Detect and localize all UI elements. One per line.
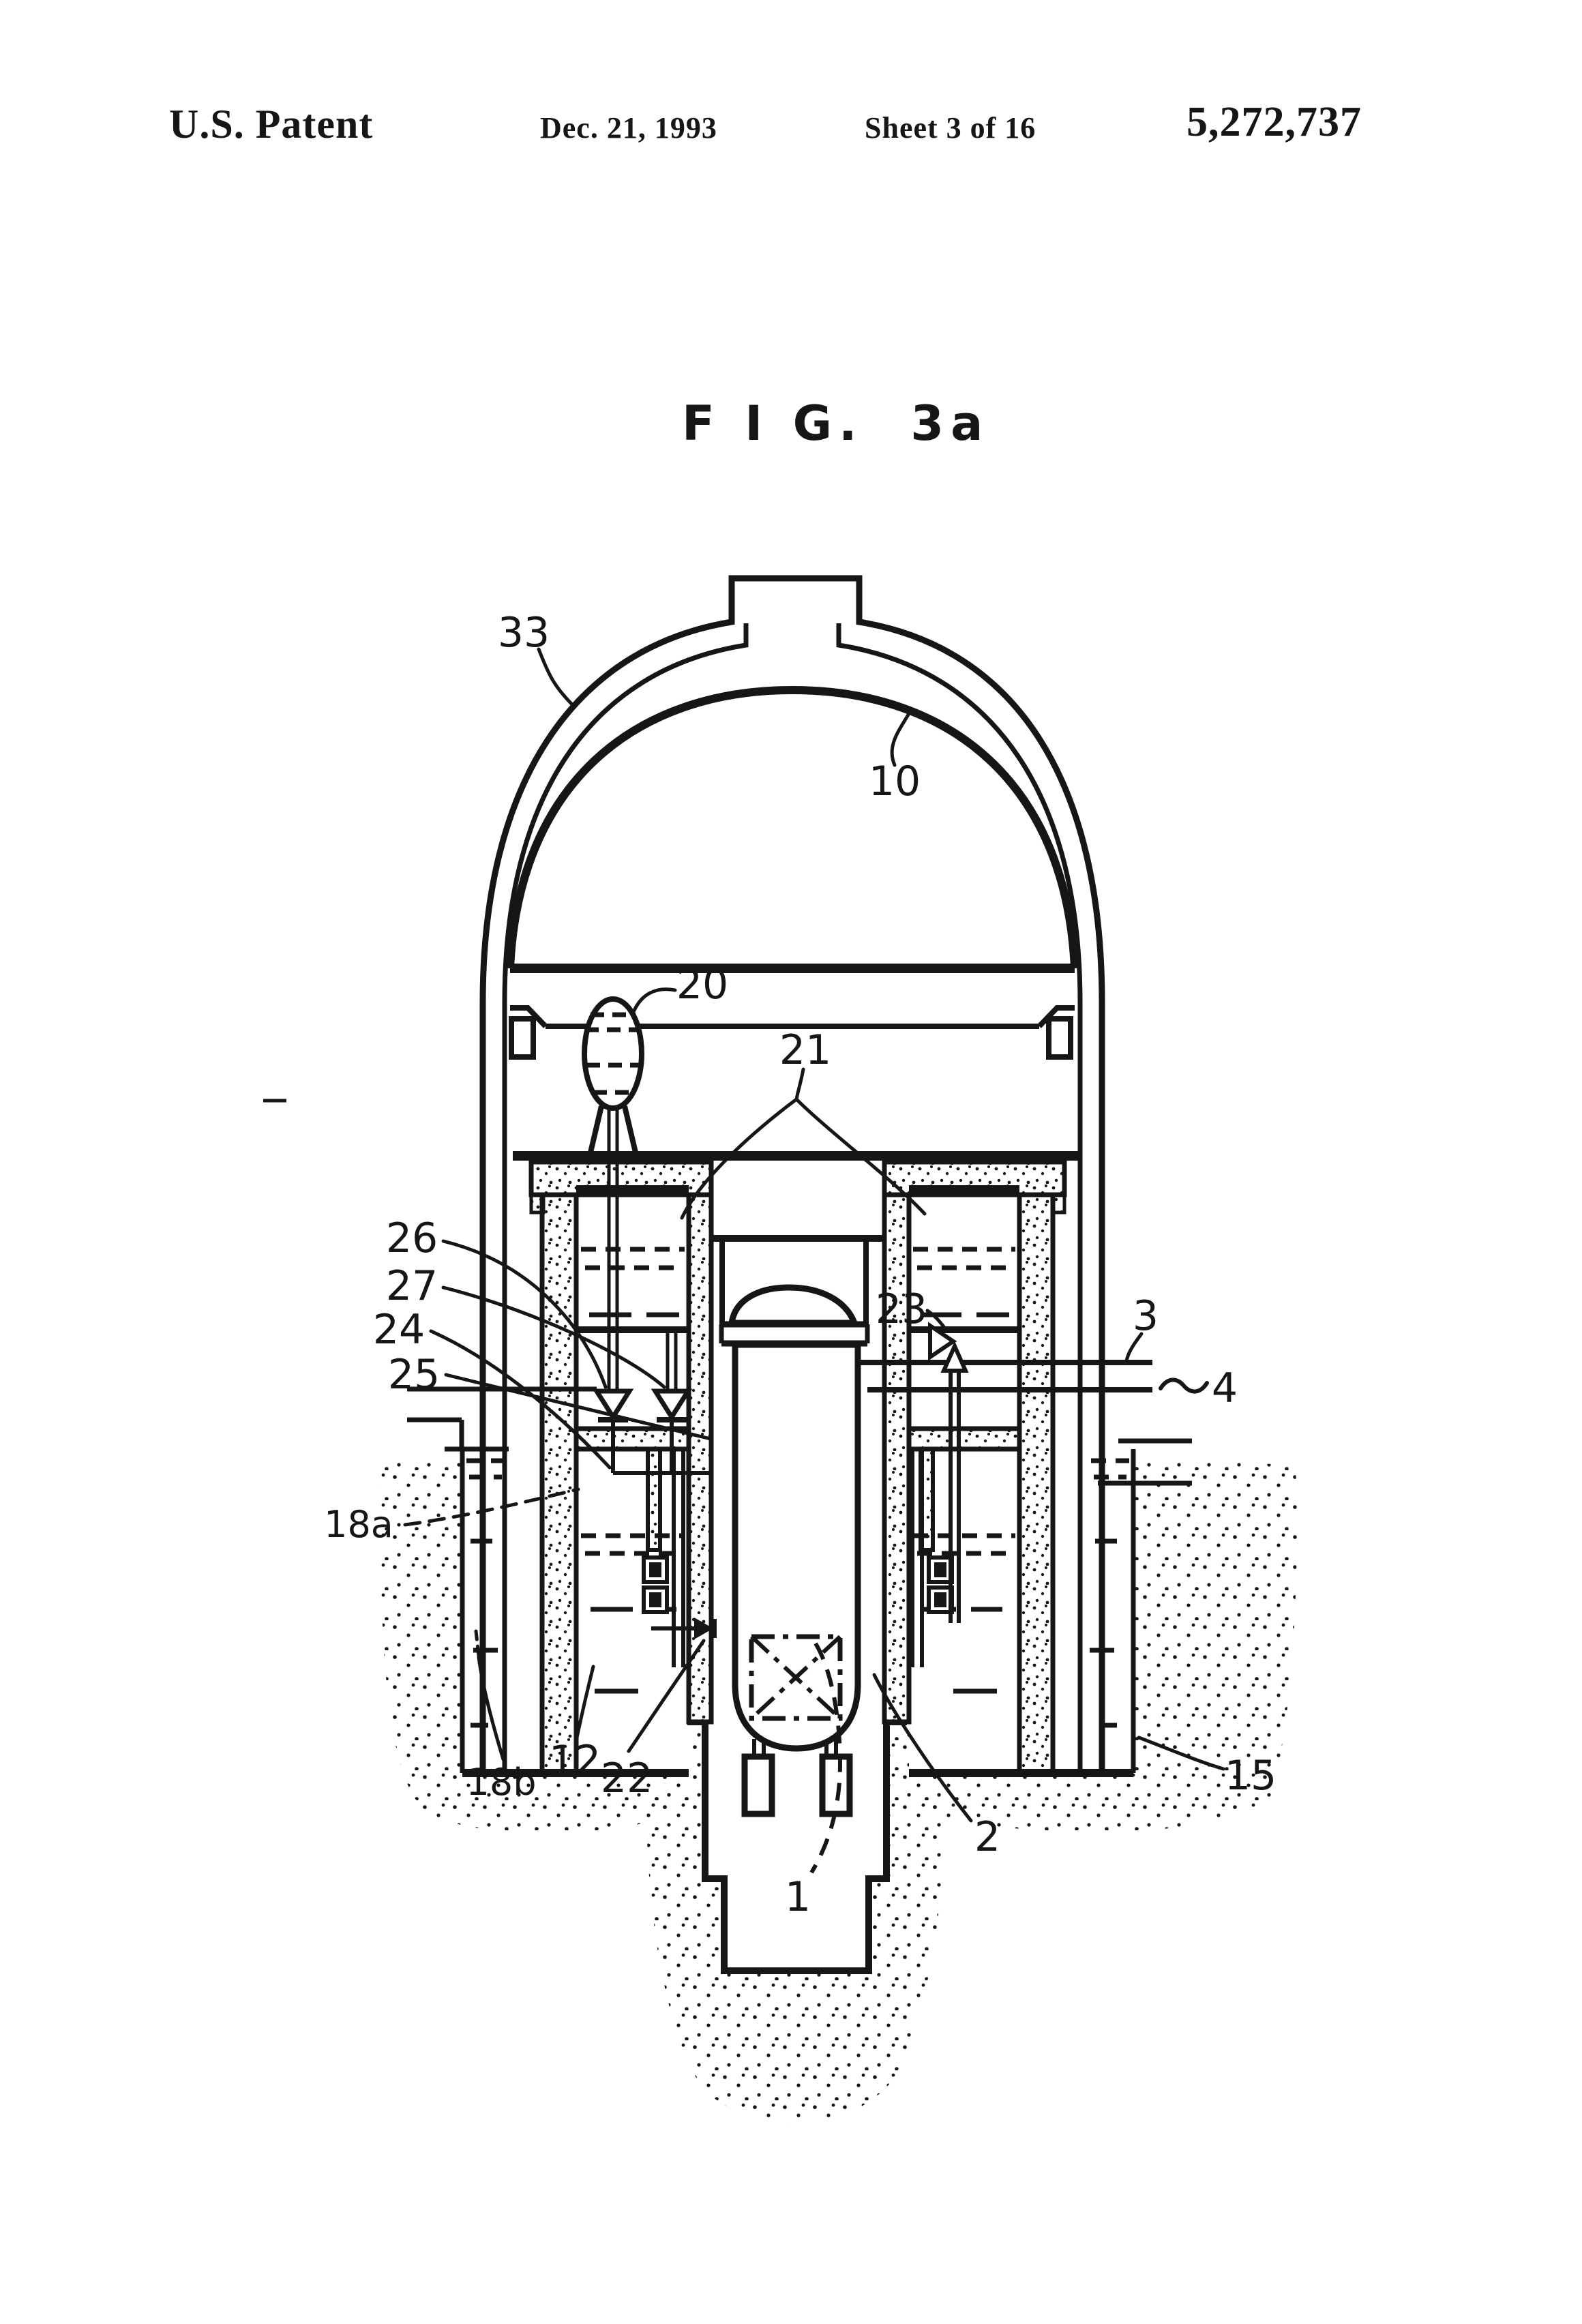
figure-label-3: 3 bbox=[1133, 1292, 1159, 1340]
figure-label-23: 23 bbox=[876, 1285, 927, 1333]
valve-23 bbox=[928, 1322, 969, 1373]
reactor-vessel bbox=[719, 1284, 870, 1874]
figure-label-18b: 18b bbox=[466, 1761, 537, 1804]
figure-label-25: 25 bbox=[388, 1351, 440, 1399]
left-piping bbox=[407, 1106, 711, 1475]
reactor-core bbox=[749, 1634, 843, 1721]
figure-label-2: 2 bbox=[974, 1813, 1000, 1861]
upper-pools bbox=[576, 1185, 1019, 1333]
figure-label-12: 12 bbox=[549, 1737, 601, 1785]
figure-label-18a: 18a bbox=[324, 1503, 393, 1546]
figure-label-21: 21 bbox=[779, 1026, 831, 1074]
leader-lines bbox=[403, 647, 1225, 1823]
figure-caption: F I G. 3a bbox=[682, 396, 990, 451]
figure-label-22: 22 bbox=[601, 1755, 653, 1802]
figure-label-1: 1 bbox=[785, 1873, 811, 1921]
figure-label-15: 15 bbox=[1225, 1752, 1277, 1800]
figure-label-4: 4 bbox=[1212, 1365, 1238, 1412]
header-title: U.S. Patent bbox=[169, 102, 374, 147]
valve-26 bbox=[592, 1388, 634, 1473]
valve-22 bbox=[651, 1618, 717, 1639]
header-date: Dec. 21, 1993 bbox=[540, 111, 717, 145]
pool-structure bbox=[528, 1159, 1067, 1776]
figure-label-10: 10 bbox=[869, 758, 921, 805]
header-patent-number: 5,272,737 bbox=[1186, 99, 1362, 145]
header-sheet-info: Sheet 3 of 16 bbox=[865, 111, 1036, 145]
figure-label-27: 27 bbox=[386, 1262, 438, 1310]
figure-label-24: 24 bbox=[373, 1306, 425, 1354]
containment-dome bbox=[479, 575, 1105, 1773]
figure-label-26: 26 bbox=[386, 1215, 438, 1262]
lower-pools bbox=[445, 1438, 1192, 1777]
float-device-20 bbox=[581, 996, 645, 1157]
figure-label-33: 33 bbox=[498, 609, 550, 657]
figure-label-20: 20 bbox=[676, 961, 728, 1009]
